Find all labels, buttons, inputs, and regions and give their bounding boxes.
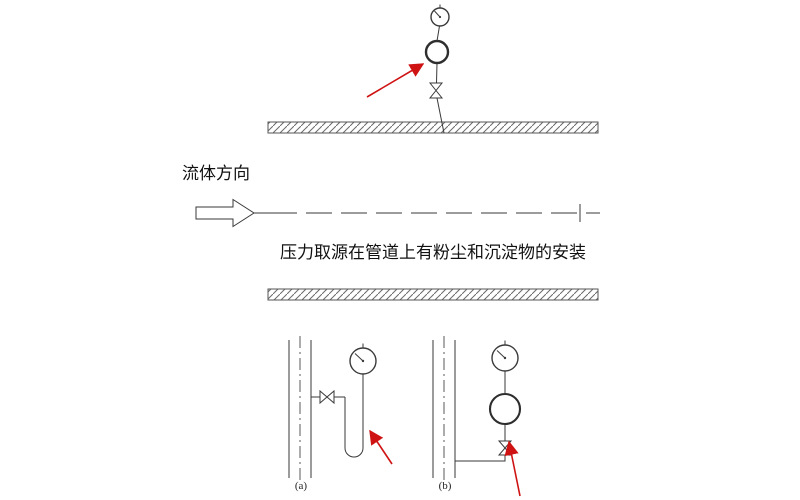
- ring-siphon-b-icon: [488, 392, 522, 426]
- figure-a: (a): [288, 336, 393, 492]
- u-siphon-icon: [344, 374, 364, 458]
- gauge-pivot: [438, 15, 442, 19]
- pressure-gauge-b-icon: [491, 340, 519, 372]
- flow-direction-label: 流体方向: [182, 164, 250, 183]
- valve-a-icon: [319, 389, 335, 405]
- gauge-a-pivot: [361, 359, 365, 363]
- tapping-nozzle-line: [436, 97, 445, 134]
- pipe-bottom-wall-hatch: [267, 288, 599, 301]
- red-pointer-arrow-a: [369, 429, 393, 465]
- valve-b-lower-triangle: [497, 447, 513, 456]
- gauge-b-needle: [496, 350, 506, 359]
- valve-upper-triangle: [428, 82, 444, 92]
- gauge-needle: [434, 10, 441, 18]
- valve-icon: [428, 82, 444, 99]
- valve-lower-triangle: [428, 89, 444, 99]
- gauge-a-needle: [354, 353, 364, 362]
- tap-line-b: [455, 455, 506, 462]
- main-pipe: [253, 121, 600, 301]
- figure-b-label: (b): [439, 480, 452, 492]
- top-tapping-assembly: [366, 4, 450, 134]
- diagram-title: 压力取源在管道上有粉尘和沉淀物的安装: [280, 243, 586, 262]
- valve-to-ring-line: [436, 62, 438, 84]
- red-pointer-arrow-b: [504, 440, 521, 497]
- ring-to-gauge-line: [436, 25, 440, 42]
- figure-a-label: (a): [295, 480, 308, 492]
- ring-siphon-icon: [424, 39, 450, 65]
- valve-a-right-triangle: [326, 389, 335, 405]
- flow-arrow-icon: [195, 198, 255, 228]
- figure-b: (b): [432, 336, 522, 497]
- pressure-gauge-a-icon: [349, 343, 377, 375]
- red-pointer-arrow-top: [366, 63, 425, 98]
- valve-a-left-triangle: [319, 389, 328, 405]
- flow-direction: 流体方向: [182, 164, 255, 228]
- gauge-b-pivot: [503, 356, 507, 360]
- pipe-top-wall-hatch: [267, 121, 599, 134]
- pressure-gauge-icon: [430, 4, 450, 27]
